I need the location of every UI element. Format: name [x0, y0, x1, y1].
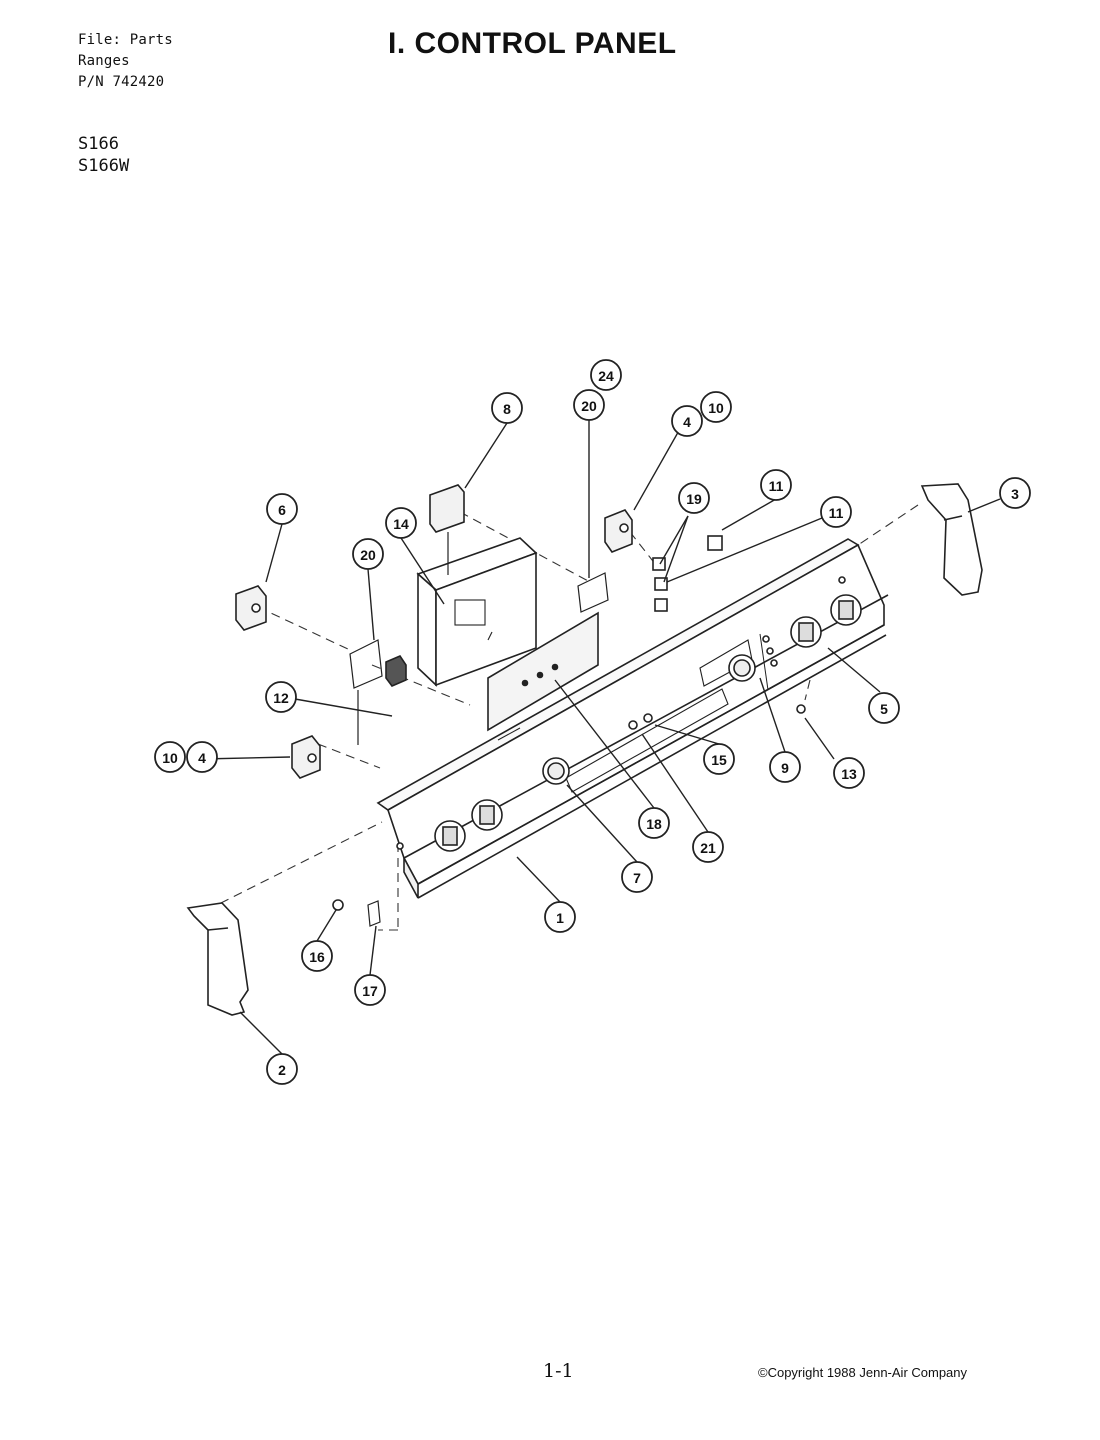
callout-label: 20 — [581, 398, 597, 414]
callout-label: 1 — [556, 910, 564, 926]
callout-11-top — [760, 469, 792, 501]
leader-lines — [201, 419, 1001, 1055]
file-line: File: Parts — [78, 32, 173, 48]
callout-label: 20 — [360, 547, 376, 563]
callout-label: 21 — [700, 840, 716, 856]
callout-4-top — [671, 405, 703, 437]
callout-label: 15 — [711, 752, 727, 768]
callout-24 — [590, 359, 622, 391]
callout-label: 6 — [278, 502, 286, 518]
callout-label: 7 — [633, 870, 641, 886]
callout-17 — [354, 974, 386, 1006]
callout-3 — [999, 477, 1031, 509]
model-number: S166 — [78, 134, 119, 154]
callout-13 — [833, 757, 865, 789]
callout-10-top — [700, 391, 732, 423]
callout-10-left — [154, 741, 186, 773]
callout-8 — [491, 392, 523, 424]
callout-7 — [621, 861, 653, 893]
file-info: File: Parts Ranges P/N 742420 — [78, 30, 173, 93]
callout-2 — [266, 1053, 298, 1085]
callout-label: 19 — [686, 491, 702, 507]
callout-label: 3 — [1011, 486, 1019, 502]
callout-20-top — [573, 389, 605, 421]
copyright-notice: ©Copyright 1988 Jenn-Air Company — [758, 1365, 968, 1380]
file-line: Ranges — [78, 53, 130, 69]
callout-label: 11 — [769, 478, 784, 494]
callout-label: 16 — [309, 949, 325, 965]
callout-label: 10 — [162, 750, 178, 766]
control-knobs — [396, 576, 862, 852]
callout-21 — [692, 831, 724, 863]
model-number: S166W — [78, 156, 130, 176]
page-title: I. CONTROL PANEL — [388, 27, 677, 60]
callout-6 — [266, 493, 298, 525]
callout-label: 14 — [393, 516, 409, 532]
callout-1 — [544, 901, 576, 933]
callout-15 — [703, 743, 735, 775]
callout-label: 11 — [829, 505, 844, 521]
callout-label: 17 — [362, 983, 378, 999]
callout-label: 2 — [278, 1062, 286, 1078]
callout-label: 10 — [708, 400, 724, 416]
callout-19 — [678, 482, 710, 514]
callout-18 — [638, 807, 670, 839]
page-number: 1-1 — [543, 1360, 574, 1382]
clock-timer-assembly — [416, 537, 599, 732]
callout-label: 5 — [880, 701, 888, 717]
callout-20-left — [352, 538, 384, 570]
callout-label: 8 — [503, 401, 511, 417]
model-list: S166 S166W — [78, 133, 129, 177]
callout-16 — [301, 940, 333, 972]
callout-label: 24 — [598, 368, 614, 384]
part-number-line: P/N 742420 — [78, 74, 165, 90]
callout-9 — [769, 751, 801, 783]
callout-12 — [265, 681, 297, 713]
callout-5 — [868, 692, 900, 724]
callout-label: 12 — [273, 690, 289, 706]
callout-4-left — [186, 741, 218, 773]
callout-circles — [154, 359, 1031, 1085]
callout-label: 9 — [781, 760, 789, 776]
callout-label: 4 — [683, 414, 691, 430]
callout-label: 4 — [198, 750, 206, 766]
end-caps — [186, 483, 983, 1016]
callout-labels: 1 2 3 4 4 5 6 7 8 9 10 10 11 11 12 13 14… — [162, 368, 1019, 1078]
callout-14 — [385, 507, 417, 539]
callout-label: 13 — [841, 766, 857, 782]
callout-11-right — [820, 496, 852, 528]
callout-label: 18 — [646, 816, 662, 832]
